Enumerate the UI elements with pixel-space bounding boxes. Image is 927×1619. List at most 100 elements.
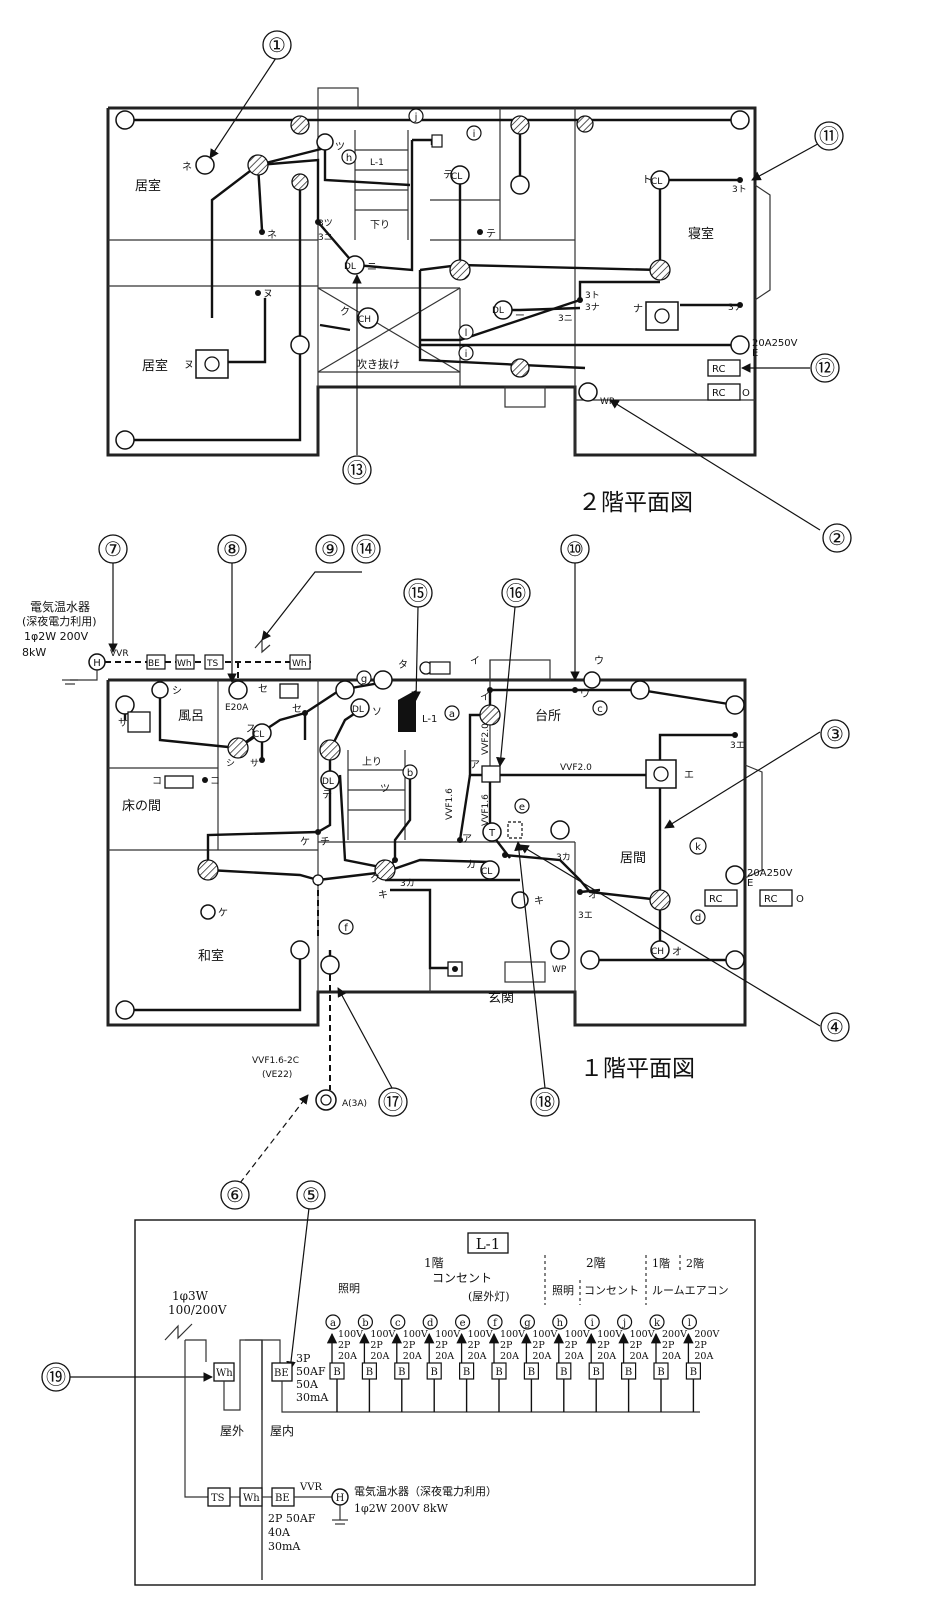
svg-text:g: g	[361, 674, 367, 685]
f1-panel-l1	[398, 690, 416, 732]
f2-lbl-3to2: 3ト	[585, 291, 600, 301]
f2-cl-2: CL	[651, 177, 662, 187]
panel-heater-spec: 1φ2W 200V 8kW	[354, 1502, 449, 1515]
f1-outlet-ac	[725, 865, 745, 885]
panel-branch-id: c	[395, 1318, 401, 1329]
callout-13: ⑬	[342, 455, 372, 485]
f1-fixture-ko	[164, 775, 194, 789]
f1-lbl-chi: チ	[320, 836, 330, 848]
f2-outlet-6	[730, 335, 750, 355]
f2-lbl-te: テ	[443, 170, 453, 181]
panel-branch-spec: 2P	[565, 1340, 578, 1351]
f1-heater-1: 電気温水器	[30, 599, 90, 614]
panel-title: L-1	[476, 1235, 501, 1253]
f1-circuit-g: g	[356, 670, 372, 686]
panel-ac-2f: 2階	[686, 1256, 704, 1270]
panel-breaker-label: B	[560, 1367, 567, 1378]
panel-branch-spec: 20A	[565, 1351, 584, 1362]
f2-room-4: 吹き抜け	[356, 357, 400, 371]
f1-lbl-shi: シ	[172, 686, 182, 697]
f1-lbl-ko2: コ	[210, 776, 220, 787]
f2-lbl-3ni: 3ニ	[318, 233, 333, 243]
f1-lbl-ko: コ	[152, 776, 162, 787]
svg-text:a: a	[449, 709, 455, 720]
panel-title-box	[467, 1232, 509, 1254]
f1-lbl-ke2: ケ	[300, 836, 310, 848]
f1-cl-ka	[480, 860, 500, 880]
f1-vvr: VVR	[110, 649, 129, 659]
panel-breaker-label: B	[593, 1367, 600, 1378]
f1-lbl-sa2: サ	[250, 758, 259, 769]
f2-lbl-te2: テ	[486, 229, 496, 240]
panel-be2-spec-3: 30mA	[268, 1540, 301, 1553]
f2-fixture-na	[645, 301, 679, 331]
panel-main-4: 30mA	[296, 1391, 329, 1404]
f2-ceiling-light-8	[291, 173, 309, 191]
f2-downlight-2	[493, 300, 513, 320]
svg-text:⑨: ⑨	[321, 537, 339, 561]
svg-text:⑭: ⑭	[356, 537, 376, 561]
f1-lbl-su: ス	[246, 724, 256, 735]
panel-ac-1f: 1階	[652, 1256, 670, 1270]
f2-ceiling-light-4	[449, 259, 471, 281]
f2-circuit-i: i	[466, 125, 482, 141]
f2-cl-1: CL	[451, 172, 462, 182]
f2-dl-1: DL	[344, 262, 356, 272]
f2-room-2: 居室	[142, 358, 168, 374]
svg-text:⑪: ⑪	[819, 124, 839, 148]
f2-chandelier	[357, 307, 379, 329]
panel-branch-spec: 200V	[662, 1329, 687, 1340]
f1-service-cable: VVF1.6-2C	[252, 1056, 299, 1066]
floor2-plan: 居室 居室 寝室 吹き抜け 下り	[106, 87, 798, 516]
f2-lbl-ne: ネ	[182, 161, 192, 173]
svg-text:j: j	[414, 112, 418, 123]
f2-switch-6	[737, 302, 743, 308]
svg-text:l: l	[465, 328, 468, 339]
f1-junction	[312, 874, 324, 886]
f2-switch-3	[315, 219, 321, 225]
svg-text:e: e	[519, 802, 525, 813]
f1-lbl-so: ソ	[372, 707, 382, 718]
panel-branch-spec: 100V	[565, 1329, 590, 1340]
f1-switch-9	[502, 852, 508, 858]
f1-wh: Wh	[177, 659, 192, 669]
panel-main-3: 50A	[296, 1378, 319, 1391]
panel-branch-id: h	[557, 1318, 564, 1329]
panel-branch-spec: 100V	[532, 1329, 557, 1340]
f2-fixture-nu	[195, 349, 229, 379]
f1-be-box	[146, 654, 166, 670]
f2-lbl-3na2: 3ナ	[728, 302, 743, 313]
f1-service-lamp: A(3A)	[342, 1099, 367, 1109]
f2-ceiling-cl-1	[450, 165, 470, 185]
f1-outlet-2	[335, 680, 355, 700]
f2-ceiling-light-1	[247, 154, 269, 176]
panel-branch-spec: 20A	[662, 1351, 681, 1362]
f2-ac-indoor	[707, 359, 741, 377]
svg-text:i: i	[473, 129, 476, 140]
f2-lbl-3ni2: 3ニ	[558, 314, 573, 324]
f2-circuit-j: j	[408, 108, 424, 124]
f1-cable-2: VVF2.0	[481, 723, 491, 755]
panel-breaker-label: B	[657, 1367, 664, 1378]
panel-heater-text: 電気温水器（深夜電力利用）	[354, 1484, 497, 1498]
f1-outlet-6	[580, 950, 600, 970]
f1-cable-3: VVF1.6	[445, 788, 455, 820]
panel-be2-spec-2: 40A	[268, 1526, 291, 1539]
svg-text:c: c	[597, 704, 603, 715]
callout-15: ⑮	[403, 578, 433, 608]
panel-branches: Ba100V2P20ABb100V2P20ABc100V2P20ABd100V2…	[325, 1314, 720, 1412]
f1-room-washitsu: 和室	[198, 948, 224, 964]
panel-outside: 屋外	[220, 1424, 244, 1438]
panel-branch-spec: 2P	[435, 1340, 448, 1351]
panel-branch-spec: 20A	[435, 1351, 454, 1362]
panel-branch-id: e	[460, 1318, 466, 1329]
f2-20a250v: 20A250V	[752, 338, 798, 349]
f1-doorbell-dot	[452, 966, 458, 972]
f2-ch: CH	[358, 315, 371, 325]
f2-ceiling-light-3	[510, 115, 530, 135]
